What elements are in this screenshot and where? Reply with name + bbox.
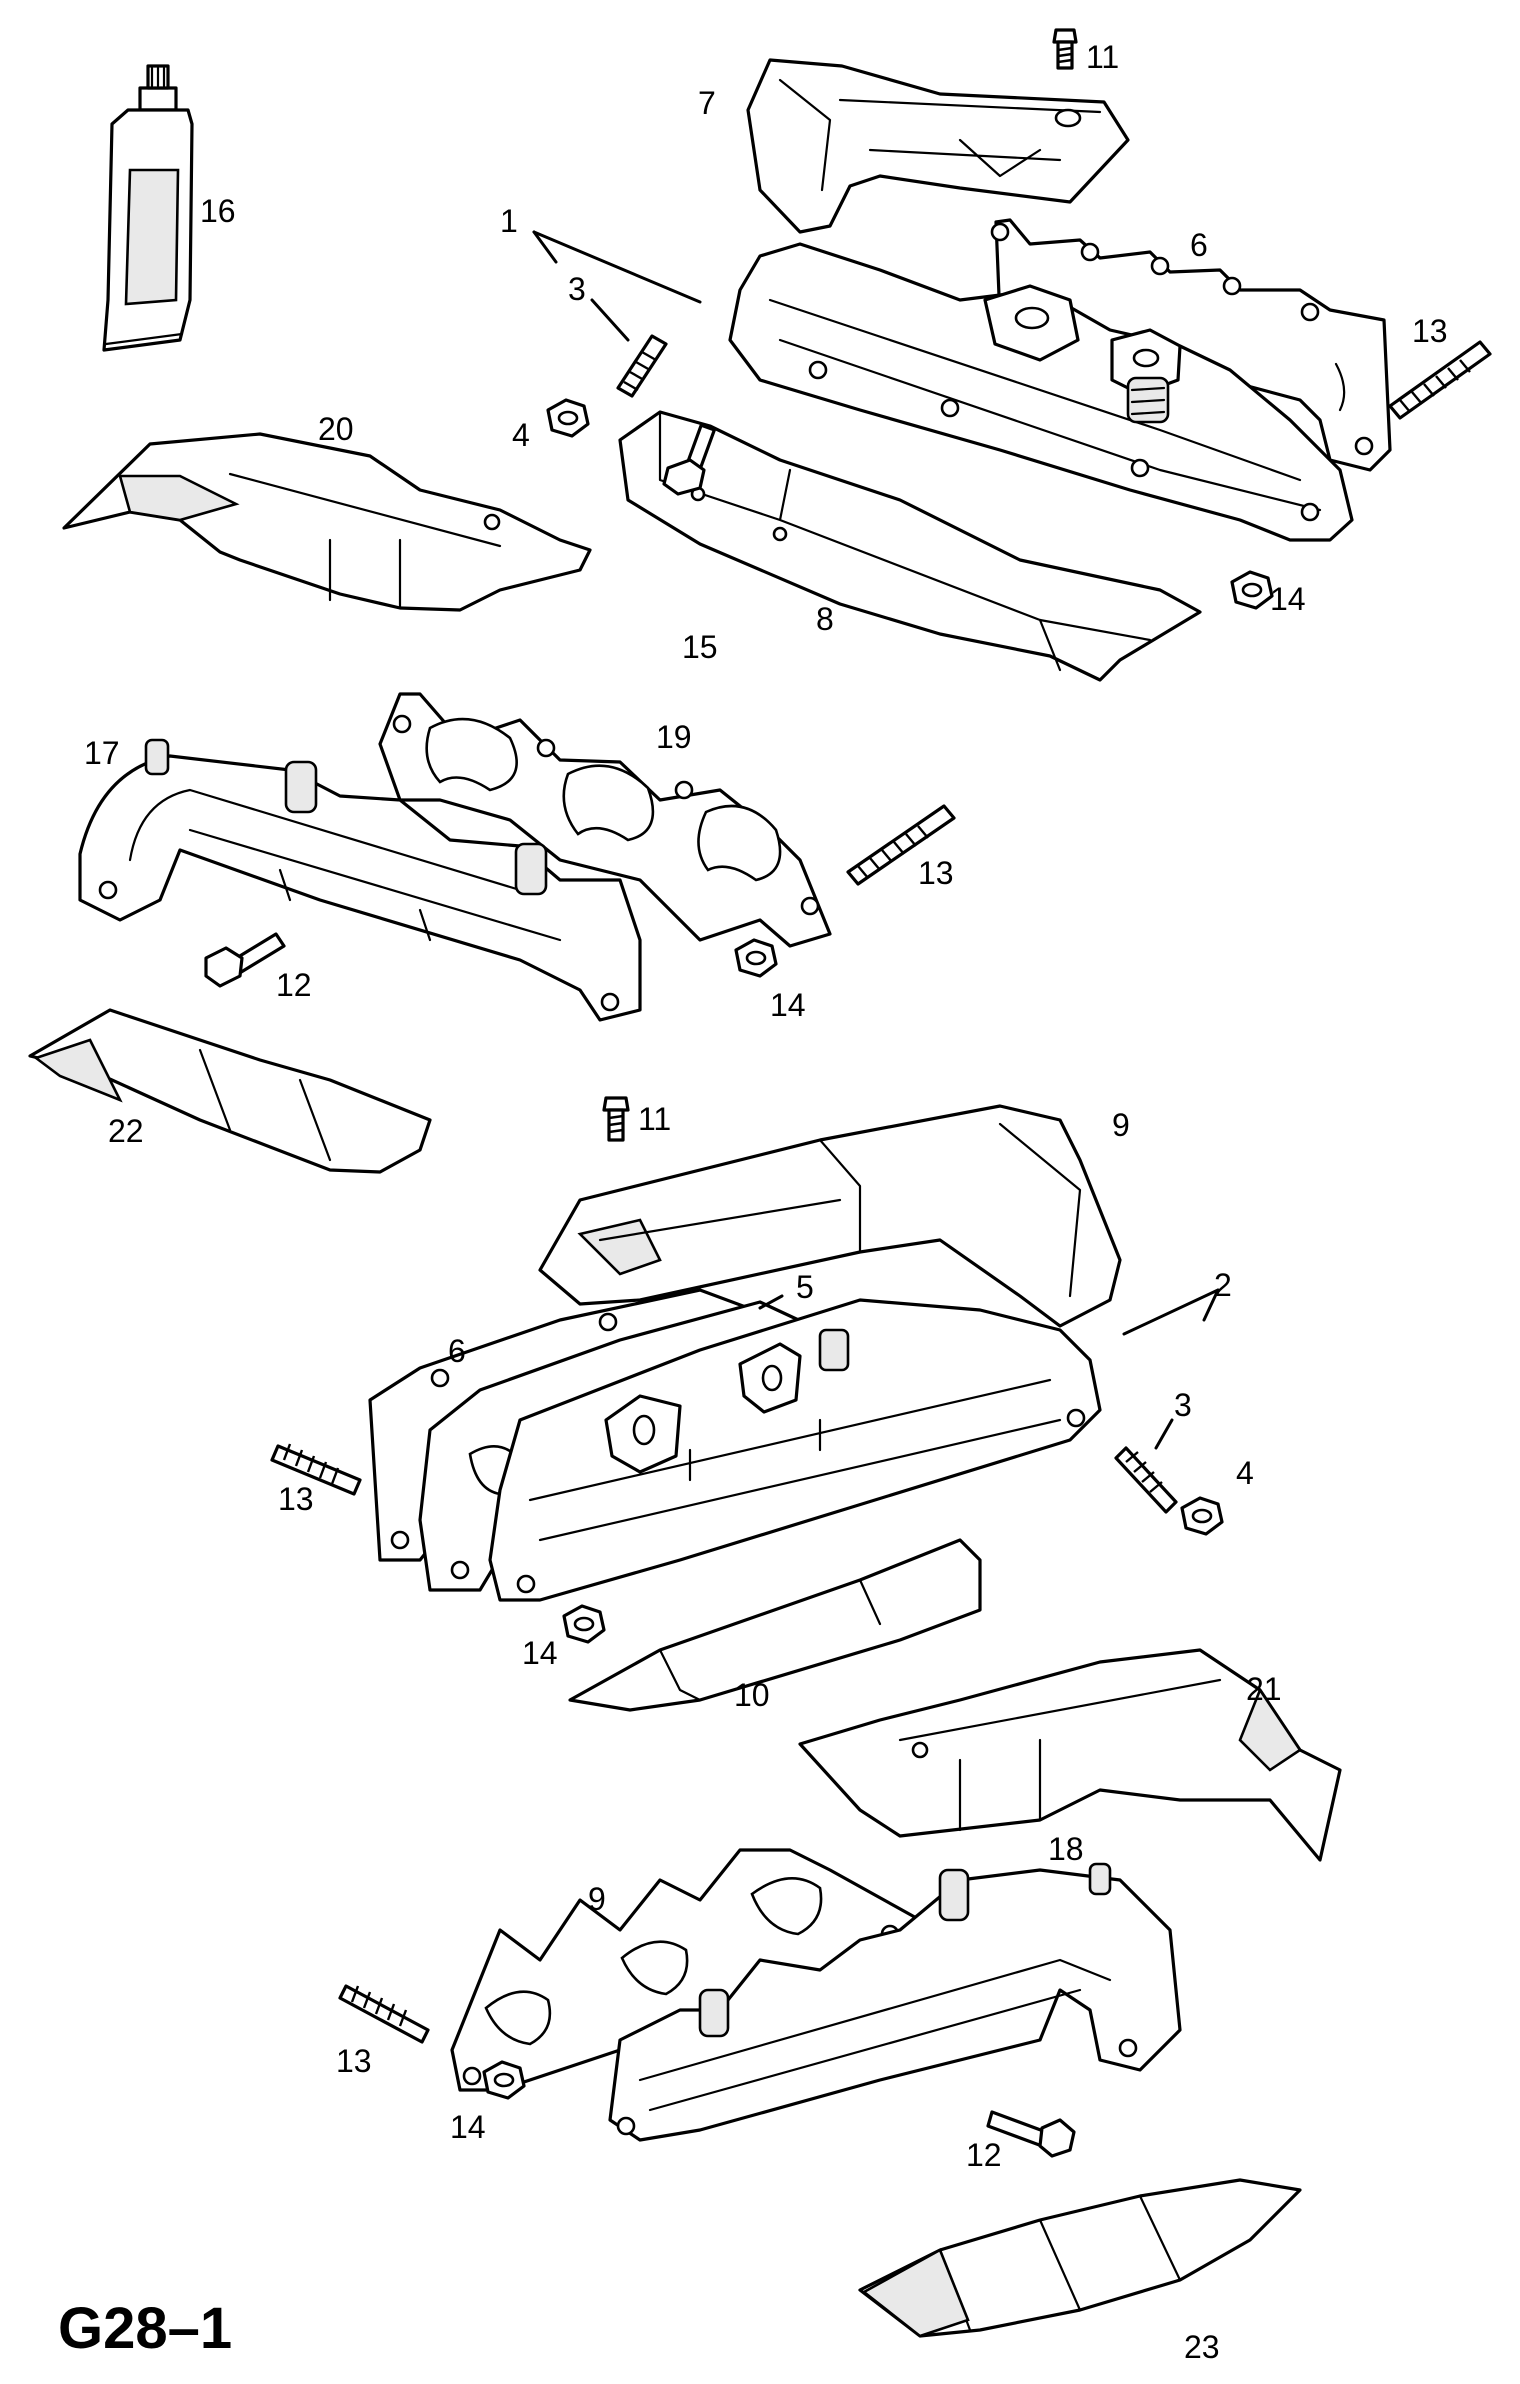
callout-21: 21 <box>1246 1671 1282 1707</box>
exhaust-manifold-1 <box>728 242 1354 542</box>
stud-13-middle <box>846 804 956 886</box>
callout-14: 14 <box>522 1635 558 1671</box>
callout-10: 10 <box>734 1677 770 1713</box>
bolt-11-lower <box>602 1096 630 1142</box>
callout-20: 20 <box>318 411 354 447</box>
stud-13-upper <box>1388 340 1492 420</box>
callout-1: 1 <box>500 203 518 239</box>
callout-5: 5 <box>796 1269 814 1305</box>
bolt-15 <box>662 423 716 496</box>
leader-lines <box>532 230 1220 1450</box>
heat-shield-10 <box>568 1538 982 1712</box>
gasket-19 <box>378 692 832 948</box>
nut-4-upper <box>546 398 590 438</box>
callout-7: 7 <box>698 85 716 121</box>
callout-4: 4 <box>512 417 530 453</box>
callout-13: 13 <box>336 2043 372 2079</box>
callout-2: 2 <box>1214 1267 1232 1303</box>
callout-11: 11 <box>638 1101 671 1137</box>
gasket-6-upper <box>990 218 1392 472</box>
sealant-tube <box>102 64 194 352</box>
gasket-9-lower <box>450 1848 922 2092</box>
nut-14-lower <box>562 1604 606 1644</box>
callout-9: 9 <box>588 1881 606 1917</box>
diagram-id: G28–1 <box>58 2296 232 2361</box>
heat-shield-22 <box>28 1008 432 1174</box>
stud-3-lower <box>1114 1446 1178 1514</box>
heat-shield-upper-7 <box>746 58 1130 234</box>
callout-12: 12 <box>276 967 312 1003</box>
callout-19: 19 <box>656 719 692 755</box>
nut-14-upper <box>1230 570 1274 610</box>
callout-4: 4 <box>1236 1455 1254 1491</box>
callout-14: 14 <box>1270 581 1306 617</box>
nut-14-bottom <box>482 2060 526 2100</box>
callout-6: 6 <box>1190 227 1208 263</box>
callout-18: 18 <box>1048 1831 1084 1867</box>
heat-shield-23 <box>858 2178 1302 2338</box>
stud-3-upper <box>616 334 668 398</box>
callout-16: 16 <box>200 193 236 229</box>
callout-12: 12 <box>966 2137 1002 2173</box>
stud-13-bottom <box>338 1984 430 2044</box>
callout-6: 6 <box>448 1333 466 1369</box>
heat-shield-20 <box>62 432 592 612</box>
bolt-11-upper <box>1052 28 1078 70</box>
callout-15: 15 <box>682 629 718 665</box>
callout-9: 9 <box>1112 1107 1130 1143</box>
nut-4-lower <box>1180 1496 1224 1536</box>
callout-3: 3 <box>568 271 586 307</box>
callout-13: 13 <box>278 1481 314 1517</box>
heat-shield-8 <box>618 410 1202 682</box>
exhaust-manifold-2 <box>488 1298 1102 1602</box>
callout-14: 14 <box>450 2109 486 2145</box>
callout-14: 14 <box>770 987 806 1023</box>
nut-14-middle <box>734 938 778 978</box>
callout-22: 22 <box>108 1113 144 1149</box>
heat-shield-9-upper <box>538 1104 1122 1328</box>
heat-shield-21 <box>798 1648 1342 1862</box>
bolt-12-lower <box>986 2110 1076 2158</box>
callout-23: 23 <box>1184 2329 1220 2365</box>
callout-labels: 1 3 4 6 7 8 11 13 14 15 16 20 17 19 13 1… <box>58 39 1448 2365</box>
stud-13-lower <box>270 1443 362 1496</box>
callout-8: 8 <box>816 601 834 637</box>
exhaust-manifold-17 <box>78 738 642 1022</box>
exhaust-manifold-18 <box>608 1862 1182 2142</box>
callout-13: 13 <box>1412 313 1448 349</box>
callout-3: 3 <box>1174 1387 1192 1423</box>
callout-13: 13 <box>918 855 954 891</box>
bolt-12-upper <box>204 932 286 988</box>
callout-11: 11 <box>1086 39 1119 75</box>
callout-17: 17 <box>84 735 120 771</box>
